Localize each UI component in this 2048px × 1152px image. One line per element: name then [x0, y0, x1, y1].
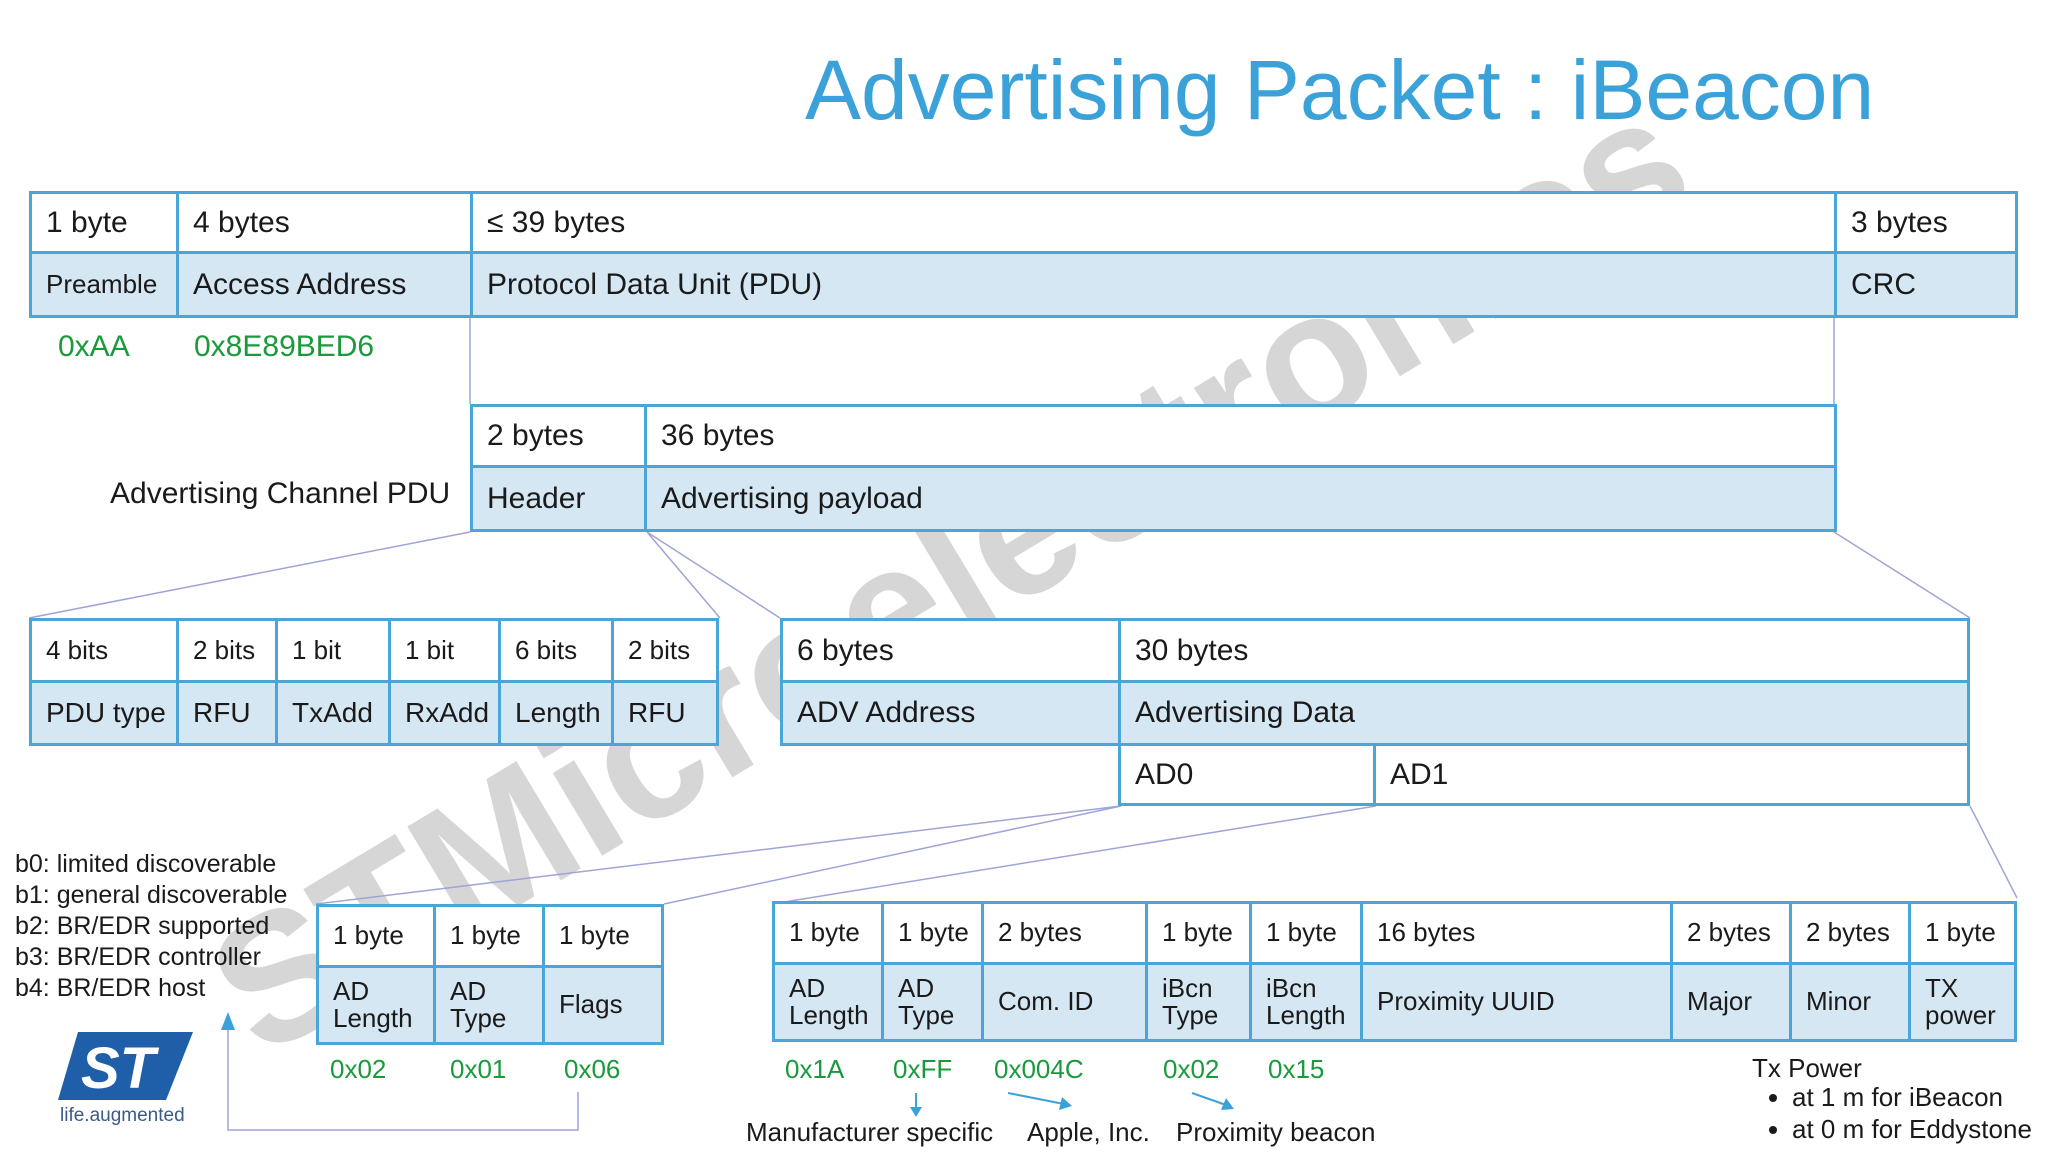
header-field-name: PDU type — [29, 680, 179, 746]
header-field-size: 1 bit — [275, 618, 391, 683]
proximity-beacon-label: Proximity beacon — [1176, 1117, 1376, 1147]
adv-address-cell: ADV Address — [780, 680, 1121, 746]
ad0-field-value: 0x02 — [330, 1054, 387, 1084]
header-field-size: 6 bits — [498, 618, 614, 683]
preamble-value: 0xAA — [58, 330, 130, 363]
st-logo-mark: ST — [81, 1036, 160, 1100]
flags-bit-text: b0: limited discoverable — [15, 850, 277, 878]
ad0-field-size: 1 byte — [542, 904, 664, 968]
adv-channel-pdu-label: Advertising Channel PDU — [110, 477, 451, 510]
adv-data-cell: Advertising Data — [1118, 680, 1970, 746]
tx-power-item: at 1 m for iBeacon — [1792, 1081, 2032, 1113]
tx-power-title: Tx Power — [1752, 1053, 1862, 1083]
header-field-name: RFU — [611, 680, 719, 746]
ad1-cell: AD1 — [1373, 743, 1970, 806]
tx-power-item: at 0 m for Eddystone — [1792, 1113, 2032, 1145]
pdu-size: ≤ 39 bytes — [470, 191, 1837, 254]
ad0-field-value: 0x01 — [450, 1054, 507, 1084]
header-field-name: RxAdd — [388, 680, 501, 746]
ad1-field-size: 1 byte — [772, 901, 884, 965]
flags-bit-text: b1: general discoverable — [15, 881, 288, 909]
adv-address-size: 6 bytes — [780, 618, 1121, 683]
ad0-field-size: 1 byte — [433, 904, 545, 968]
tx-power-list: at 1 m for iBeacon at 0 m for Eddystone — [1752, 1081, 2032, 1145]
ad1-field-name: Com. ID — [981, 962, 1148, 1042]
access-address-size: 4 bytes — [176, 191, 473, 254]
ad1-field-size: 16 bytes — [1360, 901, 1673, 965]
ad1-field-name: Proximity UUID — [1360, 962, 1673, 1042]
flags-bit-text: b4: BR/EDR host — [15, 974, 206, 1002]
header-cell: Header — [470, 465, 647, 532]
preamble-cell: Preamble — [29, 251, 179, 318]
ad1-field-value: 0xFF — [893, 1054, 953, 1084]
pdu-cell: Protocol Data Unit (PDU) — [470, 251, 1837, 318]
header-field-size: 2 bits — [176, 618, 278, 683]
manufacturer-specific-label: Manufacturer specific — [746, 1117, 994, 1147]
access-address-cell: Access Address — [176, 251, 473, 318]
ad1-field-value: 0x15 — [1268, 1054, 1325, 1084]
payload-size: 36 bytes — [644, 404, 1837, 468]
ad0-field-size: 1 byte — [316, 904, 436, 968]
header-size: 2 bytes — [470, 404, 647, 468]
ad1-field-size: 2 bytes — [1670, 901, 1792, 965]
ad1-field-value: 0x004C — [994, 1054, 1084, 1084]
adv-data-size: 30 bytes — [1118, 618, 1970, 683]
ad1-field-size: 1 byte — [1145, 901, 1252, 965]
ad0-field-name: Flags — [542, 965, 664, 1045]
header-field-size: 2 bits — [611, 618, 719, 683]
logo-tagline: life.augmented — [60, 1105, 185, 1126]
ad1-field-name: Major — [1670, 962, 1792, 1042]
crc-cell: CRC — [1834, 251, 2018, 318]
ad1-field-size: 1 byte — [1908, 901, 2017, 965]
crc-size: 3 bytes — [1834, 191, 2018, 254]
access-address-value: 0x8E89BED6 — [194, 330, 375, 363]
ad1-field-value: 0x1A — [785, 1054, 845, 1084]
apple-inc-label: Apple, Inc. — [1027, 1117, 1150, 1147]
ad1-field-size: 2 bytes — [1789, 901, 1911, 965]
flags-bit-text: b2: BR/EDR supported — [15, 912, 270, 940]
header-field-name: RFU — [176, 680, 278, 746]
preamble-size: 1 byte — [29, 191, 179, 254]
ad1-field-size: 1 byte — [881, 901, 984, 965]
ad0-field-value: 0x06 — [564, 1054, 621, 1084]
header-field-name: TxAdd — [275, 680, 391, 746]
header-field-size: 4 bits — [29, 618, 179, 683]
page-title: Advertising Packet : iBeacon — [805, 43, 1875, 137]
flags-bit-text: b3: BR/EDR controller — [15, 943, 261, 971]
ad1-field-value: 0x02 — [1163, 1054, 1220, 1084]
payload-cell: Advertising payload — [644, 465, 1837, 532]
ad1-field-name: Minor — [1789, 962, 1911, 1042]
header-field-name: Length — [498, 680, 614, 746]
ad1-field-size: 1 byte — [1249, 901, 1363, 965]
header-field-size: 1 bit — [388, 618, 501, 683]
st-logo-icon: ST — [58, 1032, 193, 1100]
ad1-field-size: 2 bytes — [981, 901, 1148, 965]
ad0-cell: AD0 — [1118, 743, 1376, 806]
